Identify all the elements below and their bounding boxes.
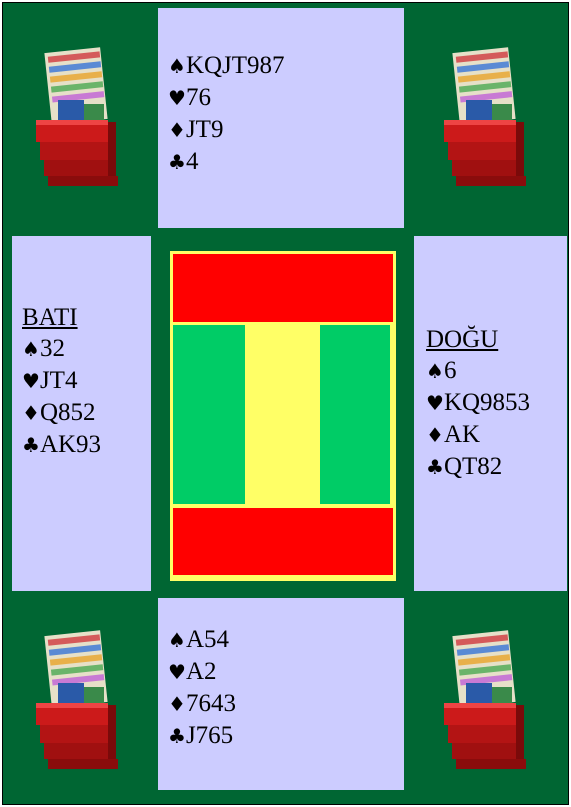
north-spades-row: ♠KQJT987 — [168, 50, 404, 82]
heart-icon: ♥ — [426, 391, 444, 415]
east-hearts: KQ9853 — [444, 389, 530, 416]
diamond-icon: ♦ — [168, 118, 186, 142]
north-vulnerable-indicator — [173, 254, 393, 322]
bridge-board-holder-icon — [434, 625, 534, 775]
club-icon: ♣ — [22, 433, 40, 457]
club-icon: ♣ — [168, 150, 186, 174]
east-diamonds: AK — [444, 421, 480, 448]
bridge-board-holder-icon — [26, 42, 126, 192]
south-diamonds-row: ♦7643 — [168, 688, 404, 720]
diamond-icon: ♦ — [168, 692, 186, 716]
north-hearts: 76 — [186, 84, 211, 111]
west-clubs: AK93 — [40, 431, 101, 458]
board-center — [245, 325, 320, 504]
south-spades: A54 — [186, 626, 229, 653]
east-player-name: DOĞU — [426, 324, 567, 355]
diamond-icon: ♦ — [22, 401, 40, 425]
north-clubs: 4 — [186, 148, 199, 175]
heart-icon: ♥ — [168, 660, 186, 684]
south-hearts: A2 — [186, 658, 217, 685]
north-clubs-row: ♣4 — [168, 146, 404, 178]
west-hearts-row: ♥JT4 — [22, 365, 151, 397]
south-clubs-row: ♣J765 — [168, 720, 404, 752]
east-clubs-row: ♣QT82 — [426, 451, 567, 483]
spade-icon: ♠ — [168, 54, 186, 78]
south-clubs: J765 — [186, 722, 233, 749]
spade-icon: ♠ — [168, 628, 186, 652]
heart-icon: ♥ — [168, 86, 186, 110]
north-hand: ♠KQJT987 ♥76 ♦JT9 ♣4 — [158, 8, 404, 228]
east-spades-row: ♠6 — [426, 355, 567, 387]
club-icon: ♣ — [168, 724, 186, 748]
north-hearts-row: ♥76 — [168, 82, 404, 114]
club-icon: ♣ — [426, 455, 444, 479]
spade-icon: ♠ — [426, 359, 444, 383]
bridge-board-holder-icon — [26, 625, 126, 775]
east-clubs: QT82 — [444, 453, 502, 480]
south-hand: ♠A54 ♥A2 ♦7643 ♣J765 — [158, 598, 404, 790]
spade-icon: ♠ — [22, 337, 40, 361]
bridge-board-holder-icon — [434, 42, 534, 192]
east-hand: DOĞU ♠6 ♥KQ9853 ♦AK ♣QT82 — [414, 236, 567, 591]
heart-icon: ♥ — [22, 369, 40, 393]
south-vulnerable-indicator — [173, 508, 393, 575]
west-spades-row: ♠32 — [22, 333, 151, 365]
north-diamonds-row: ♦JT9 — [168, 114, 404, 146]
north-spades: KQJT987 — [186, 52, 285, 79]
west-spades: 32 — [40, 335, 65, 362]
vulnerability-board — [170, 251, 396, 581]
south-hearts-row: ♥A2 — [168, 656, 404, 688]
west-hand: BATI ♠32 ♥JT4 ♦Q852 ♣AK93 — [12, 236, 151, 591]
west-hearts: JT4 — [40, 367, 78, 394]
south-diamonds: 7643 — [186, 690, 236, 717]
south-spades-row: ♠A54 — [168, 624, 404, 656]
east-not-vulnerable-indicator — [320, 325, 390, 504]
west-not-vulnerable-indicator — [173, 325, 245, 504]
west-diamonds: Q852 — [40, 399, 96, 426]
west-clubs-row: ♣AK93 — [22, 429, 151, 461]
east-diamonds-row: ♦AK — [426, 419, 567, 451]
east-spades: 6 — [444, 357, 457, 384]
west-player-name: BATI — [22, 302, 151, 333]
north-diamonds: JT9 — [186, 116, 224, 143]
diamond-icon: ♦ — [426, 423, 444, 447]
east-hearts-row: ♥KQ9853 — [426, 387, 567, 419]
west-diamonds-row: ♦Q852 — [22, 397, 151, 429]
